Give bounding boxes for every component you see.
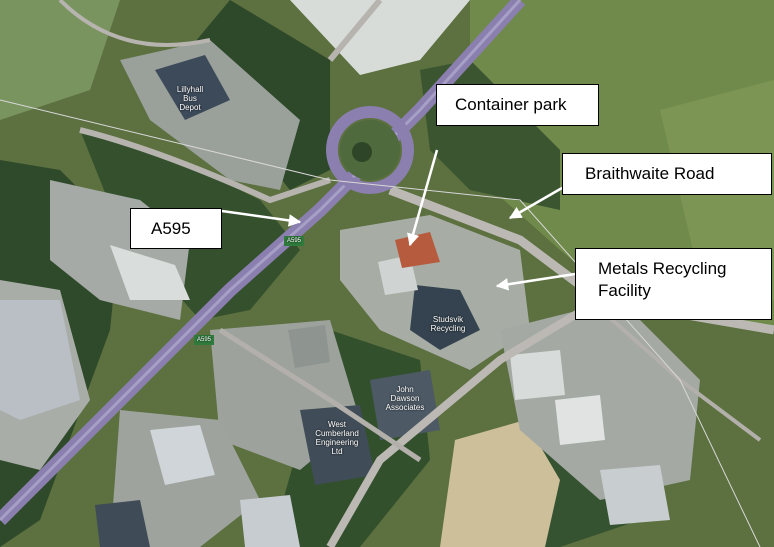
callout-metals-recycling-line1: Metals Recycling — [598, 259, 727, 278]
label-wce-line4: Ltd — [331, 447, 343, 456]
cleared-plot — [440, 420, 560, 547]
label-studsvik-recycling: Studsvik Recycling — [418, 315, 478, 333]
arrow-braithwaite-road — [508, 186, 563, 220]
label-studsvik-line2: Recycling — [430, 324, 466, 333]
callout-container-park-text: Container park — [455, 95, 567, 114]
lillyhall-bus-depot-building — [155, 55, 230, 120]
power-line — [0, 99, 761, 547]
unit-east-2 — [555, 395, 605, 445]
label-dawson-line1: John — [396, 385, 414, 394]
road-lillyhall-depot — [79, 127, 331, 204]
label-wce-line3: Engineering — [315, 438, 359, 447]
a595-shield-upper — [284, 236, 304, 246]
label-john-dawson-associates: John Dawson Associates — [375, 385, 435, 412]
container-park-stacks — [395, 232, 440, 268]
label-studsvik-line1: Studsvik — [432, 315, 464, 324]
road-estate-spine — [326, 296, 603, 547]
arrow-metals-recycling — [495, 272, 576, 291]
unit-southwest-1 — [150, 425, 215, 485]
label-dawson-line3: Associates — [385, 403, 425, 412]
west-cumberland-engineering-building — [300, 405, 375, 485]
label-west-cumberland-engineering: West Cumberland Engineering Ltd — [302, 420, 372, 456]
label-lillyhall-line3: Depot — [179, 103, 201, 112]
road-north — [327, 0, 383, 62]
unit-southwest-2 — [95, 500, 150, 547]
studsvik-recycling-building — [410, 285, 480, 350]
arrow-container-park — [407, 149, 439, 247]
callout-a595-text: A595 — [151, 219, 191, 238]
callout-a595: A595 — [130, 208, 222, 249]
a595-shield-lower — [194, 335, 214, 345]
label-dawson-line2: Dawson — [390, 394, 420, 403]
label-wce-line1: West — [327, 420, 347, 429]
large-roof-north — [290, 0, 470, 75]
warehouse-west — [110, 245, 190, 300]
label-lillyhall-line2: Bus — [183, 94, 197, 103]
unit-southeast — [600, 465, 670, 525]
callout-metals-recycling-facility: Metals Recycling Facility — [575, 248, 772, 320]
callout-metals-recycling-line2: Facility — [598, 281, 651, 300]
unit-south — [240, 495, 300, 547]
label-lillyhall-line1: Lillyhall — [176, 85, 204, 94]
unit-far-west — [0, 300, 80, 420]
field-northwest — [0, 0, 120, 120]
callout-container-park: Container park — [436, 84, 599, 126]
arrow-a595 — [221, 209, 302, 227]
road-estate-south — [218, 327, 422, 463]
label-a595-shield-lower: A595 — [196, 337, 211, 343]
callout-braithwaite-road-text: Braithwaite Road — [585, 164, 715, 183]
label-wce-line2: Cumberland — [315, 429, 359, 438]
road-north-west — [58, 0, 211, 47]
label-a595-shield-upper: A595 — [286, 238, 301, 244]
callout-braithwaite-road: Braithwaite Road — [562, 153, 772, 195]
label-lillyhall-bus-depot: Lillyhall Bus Depot — [160, 85, 220, 112]
building-small-south — [288, 325, 330, 368]
unit-east-1 — [510, 350, 565, 400]
roundabout-tree — [352, 142, 372, 162]
road-a595-centreline — [0, 0, 522, 522]
roundabout-ring — [326, 106, 414, 194]
